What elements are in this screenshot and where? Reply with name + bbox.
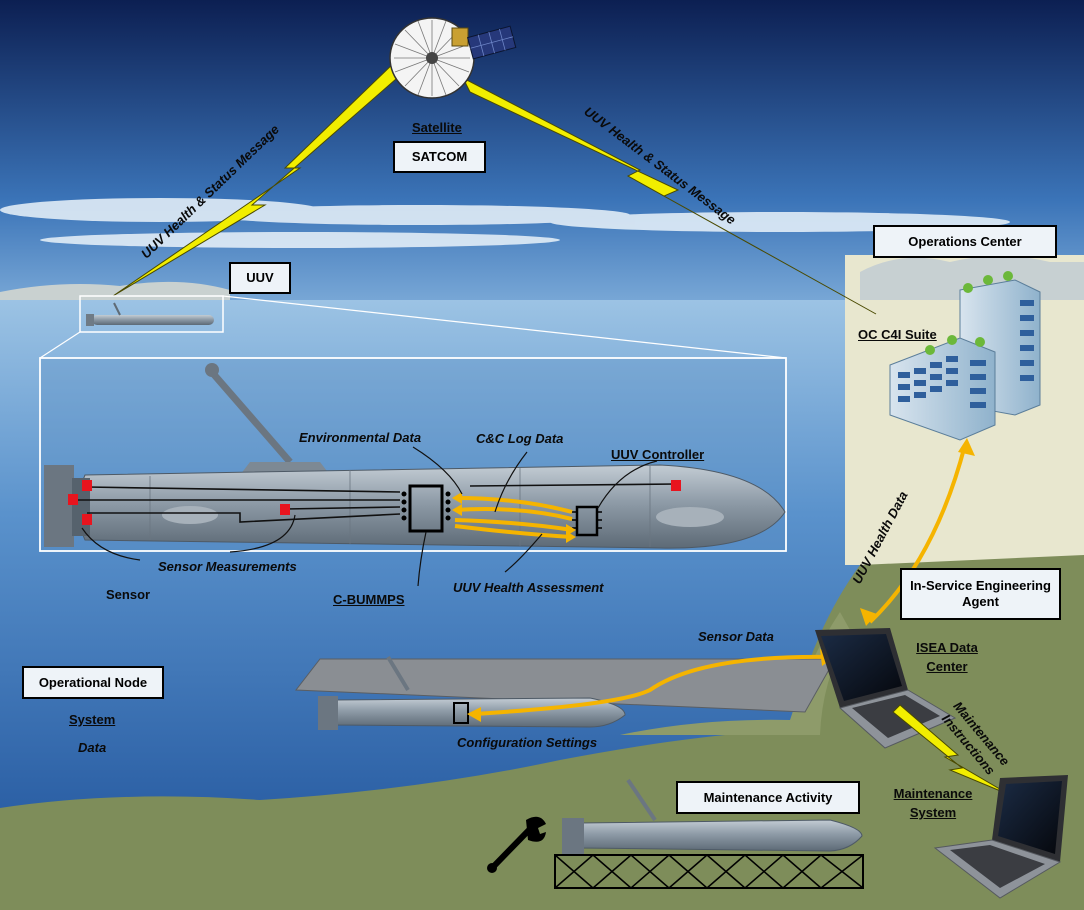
cbummps-chip — [401, 484, 451, 533]
maintenance-activity-box: Maintenance Activity — [676, 781, 860, 814]
maintenance-system-label: Maintenance System — [893, 786, 973, 820]
cbummps-label: C-BUMMPS — [333, 592, 405, 607]
oc-c4i-suite-label: OC C4I Suite — [858, 327, 937, 342]
maintenance-instructions-link — [892, 704, 1011, 796]
right-satcom-link — [461, 76, 877, 315]
uuv-zoom-frame — [79, 295, 224, 333]
isea-data-center-label: ISEA Data Center — [916, 640, 978, 674]
cc-log-data-label: C&C Log Data — [476, 431, 564, 446]
maintenance-laptop-icon — [933, 775, 1068, 899]
zoom-line-right — [222, 295, 787, 359]
config-arrowhead — [467, 707, 481, 722]
operations-center-box: Operations Center — [873, 225, 1057, 258]
health-assessment-label: UUV Health Assessment — [453, 580, 604, 595]
satellite-icon — [389, 17, 517, 99]
uuv-box: UUV — [229, 262, 291, 294]
label-leaders — [81, 446, 658, 587]
flow-arrowheads — [452, 492, 576, 543]
zoom-line-left — [39, 331, 81, 359]
system-label: System — [69, 712, 116, 727]
uuv-controller-label: UUV Controller — [611, 447, 705, 462]
isea-box: In-Service Engineering Agent — [900, 568, 1061, 620]
satellite-label: Satellite — [412, 120, 462, 135]
operational-node-box: Operational Node — [22, 666, 164, 699]
large-uuv — [44, 363, 786, 549]
pier — [295, 658, 836, 713]
sensor-measurements-label: Sensor Measurements — [158, 559, 297, 574]
sensor-data-arrow — [472, 654, 831, 716]
operations-center-building — [889, 271, 1041, 441]
maintenance-stand — [554, 854, 864, 889]
environmental-data-label: Environmental Data — [299, 430, 422, 445]
isea-laptop-icon — [815, 628, 957, 749]
configuration-settings-label: Configuration Settings — [457, 735, 598, 750]
distant-shore — [0, 281, 230, 305]
sensors — [68, 480, 681, 525]
wrench-icon — [487, 816, 546, 873]
small-uuv — [86, 302, 214, 326]
health-data-arrow — [868, 444, 967, 624]
sensor-label: Sensor — [106, 587, 151, 602]
sensor-wiring — [73, 483, 677, 523]
internal-data-flows — [454, 496, 573, 539]
health-data-arrowtail — [860, 608, 877, 626]
data-label: Data — [78, 740, 107, 755]
health-data-arrowhead — [958, 438, 975, 456]
controller-chip — [572, 505, 602, 537]
left-satcom-link — [112, 59, 405, 297]
maintained-uuv — [562, 778, 863, 854]
sensor-data-label: Sensor Data — [698, 629, 774, 644]
satcom-box: SATCOM — [393, 141, 486, 173]
